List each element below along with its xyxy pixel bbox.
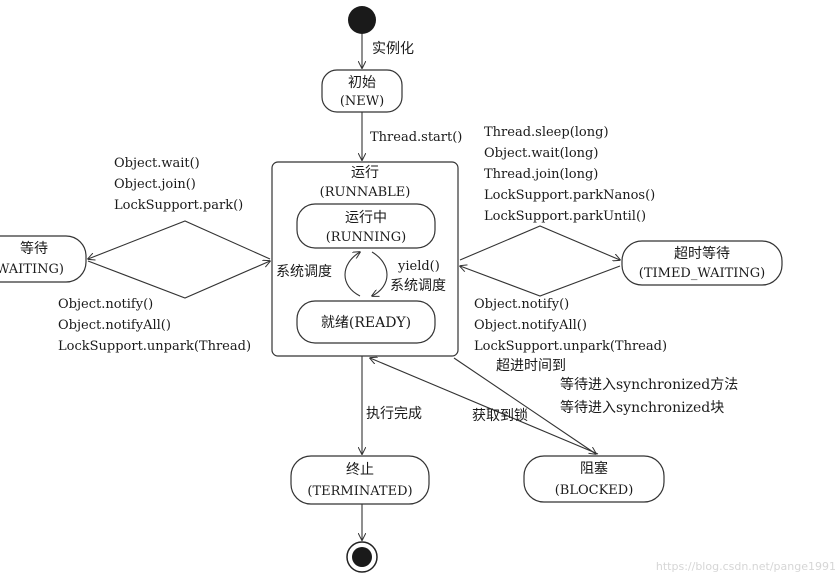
- final-node: [352, 547, 372, 567]
- label-acquire-lock: 获取到锁: [472, 408, 528, 424]
- state-terminated-line1: 终止: [346, 462, 374, 478]
- label-schedule-right: 系统调度: [390, 278, 446, 294]
- arrow-acquire-lock: [370, 358, 599, 455]
- label-to-blocked-1: 等待进入synchronized块: [560, 399, 724, 416]
- label-from-timed-0: Object.notify(): [474, 297, 569, 312]
- state-runnable-line1: 运行: [351, 165, 379, 181]
- label-to-waiting-2: LockSupport.park(): [114, 198, 243, 213]
- state-new-line2: (NEW): [340, 94, 384, 109]
- arrow-from-timed-waiting: [460, 266, 621, 297]
- state-blocked: [523, 455, 665, 503]
- state-timed-waiting-line1: 超时等待: [674, 245, 730, 262]
- arrow-to-blocked: [453, 357, 596, 454]
- state-ready-line1: 就绪(READY): [321, 315, 411, 331]
- arrow-from-waiting: [87, 261, 270, 299]
- state-timed-waiting: [621, 240, 783, 286]
- state-running-line2: (RUNNING): [326, 230, 407, 245]
- label-complete: 执行完成: [366, 406, 422, 422]
- label-from-waiting-0: Object.notify(): [58, 297, 153, 312]
- state-new-line1: 初始: [348, 74, 376, 91]
- arrow-schedule-to-running: [344, 252, 360, 297]
- label-from-waiting-1: Object.notifyAll(): [58, 318, 171, 333]
- arrow-to-timed-waiting: [459, 225, 620, 260]
- state-blocked-line1: 阻塞: [580, 460, 608, 477]
- state-running-line1: 运行中: [345, 210, 387, 226]
- state-timed-waiting-line2: (TIMED_WAITING): [639, 266, 765, 281]
- label-start: Thread.start(): [370, 130, 462, 145]
- label-to-blocked-0: 等待进入synchronized方法: [560, 376, 738, 393]
- state-waiting-line1: 等待: [20, 240, 48, 257]
- label-to-timed-1: Object.wait(long): [484, 146, 598, 161]
- label-to-timed-3: LockSupport.parkNanos(): [484, 188, 655, 203]
- state-blocked-line2: (BLOCKED): [555, 483, 634, 498]
- state-ready: [296, 300, 436, 344]
- state-waiting-line2: WAITING): [0, 262, 64, 277]
- label-from-timed-2: LockSupport.unpark(Thread): [474, 339, 667, 354]
- arrow-to-waiting: [88, 220, 271, 259]
- label-to-timed-2: Thread.join(long): [484, 167, 598, 182]
- initial-node: [348, 6, 376, 34]
- state-runnable-line2: (RUNNABLE): [320, 185, 411, 200]
- label-from-timed-1: Object.notifyAll(): [474, 318, 587, 333]
- label-from-waiting-2: LockSupport.unpark(Thread): [58, 339, 251, 354]
- label-instantiate: 实例化: [372, 41, 414, 57]
- state-waiting: [0, 235, 87, 283]
- label-to-waiting-1: Object.join(): [114, 177, 196, 192]
- label-to-timed-0: Thread.sleep(long): [484, 125, 609, 140]
- label-to-waiting-0: Object.wait(): [114, 156, 200, 171]
- state-running: [296, 203, 436, 249]
- state-terminated: [290, 455, 430, 505]
- label-to-timed-4: LockSupport.parkUntil(): [484, 209, 646, 224]
- arrow-yield-to-ready: [372, 251, 388, 296]
- state-terminated-line2: (TERMINATED): [307, 484, 412, 499]
- label-schedule-left: 系统调度: [276, 264, 332, 280]
- label-from-timed-3: 超进时间到: [496, 358, 566, 374]
- label-yield: yield(): [397, 259, 440, 274]
- watermark: https://blog.csdn.net/pange1991: [656, 560, 836, 573]
